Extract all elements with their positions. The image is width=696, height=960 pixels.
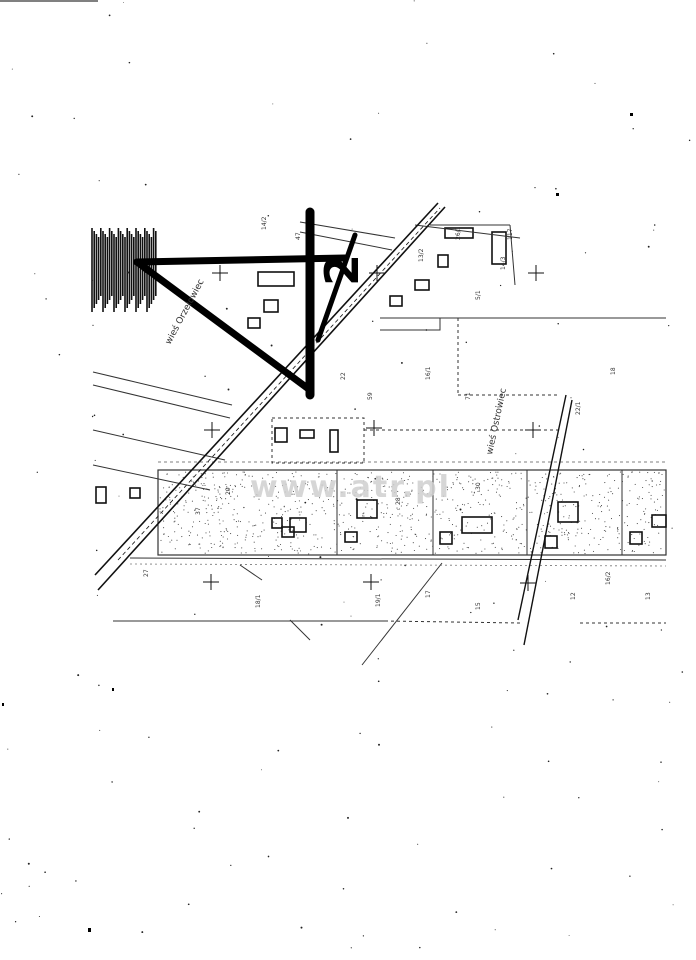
parcel-number: 30 [475,482,482,490]
parcel-number: 5/1 [475,290,482,300]
parcel-number: 13/2 [418,248,425,262]
parcel-number: 28 [395,497,402,505]
parcel-number: 47 [295,232,302,240]
parcel-number: 29 [225,487,232,495]
parcel-number: 18 [610,367,617,375]
watermark: www.atr.pl [250,470,451,505]
parcel-boundaries [92,221,666,666]
parcel-strip [129,461,667,567]
village-label-2: wieś Ostrowiec [484,387,509,455]
parcel-number: 37 [195,507,202,515]
parcel-number: 22 [340,372,347,380]
parcel-number: 12 [570,592,577,600]
parcel-number: 18/1 [255,594,262,608]
parcel-number: 22/1 [575,401,582,415]
diagonal-road [94,202,446,591]
parcel-number: 59 [367,392,374,400]
plot-marker: 2 [315,254,369,286]
legend-block [88,225,158,315]
marker-triangle [133,207,358,400]
stray-marks [2,113,633,932]
grid-crosses [203,265,544,591]
parcel-number: 19/1 [375,593,382,607]
parcel-number: 117 [507,228,514,240]
parcel-number: 71 [465,392,472,400]
parcel-number: 16/1 [425,366,432,380]
parcel-number: 14/2 [261,216,268,230]
secondary-road [517,394,573,646]
parcel-number: 16/2 [605,571,612,585]
parcel-number: 15 [475,602,482,610]
map-labels: 2 wieś Orzełowiec wieś Ostrowiec www.atr… [143,216,652,610]
parcel-number-labels: 14/2 47 13/2 14/3 5/1 117 26/1 22 59 16/1 71 22/1 18… [143,216,652,610]
parcel-number: 26/1 [455,226,462,240]
parcel-number: 27 [143,569,150,577]
parcel-number: 17 [425,590,432,598]
parcel-number: 14/3 [500,256,507,270]
buildings [95,227,667,549]
parcel-number: 13 [645,592,652,600]
